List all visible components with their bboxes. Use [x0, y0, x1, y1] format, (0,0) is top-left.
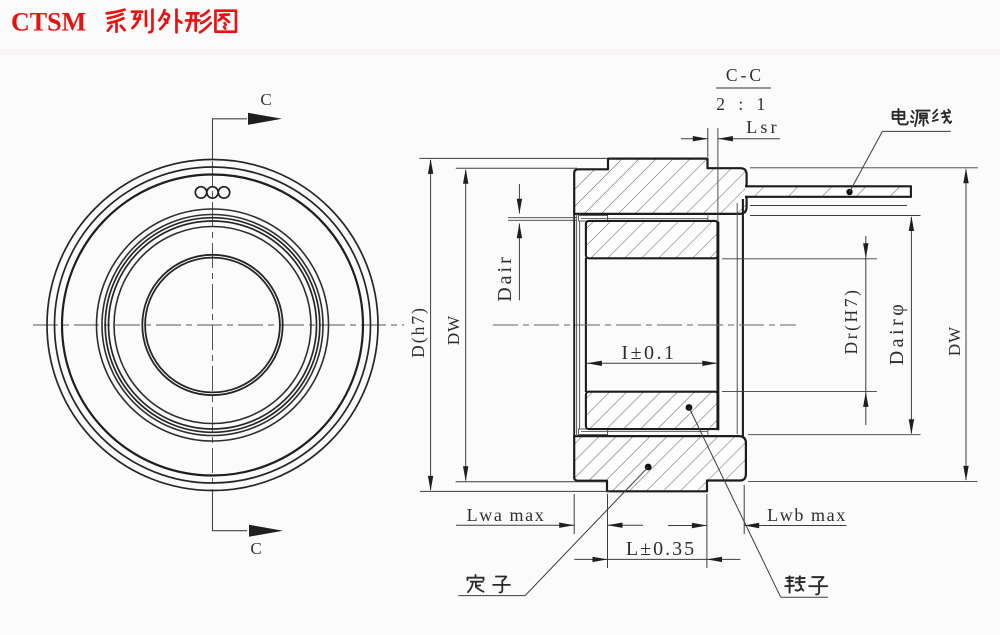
svg-text:C: C — [260, 90, 271, 109]
svg-text:C: C — [250, 539, 261, 558]
svg-text:Dair: Dair — [494, 254, 516, 302]
svg-text:Lsr: Lsr — [746, 117, 780, 137]
svg-text:C-C: C-C — [726, 65, 764, 85]
svg-text:D(h7): D(h7) — [408, 306, 428, 358]
svg-text:CTSM: CTSM — [11, 8, 86, 37]
svg-text:DW: DW — [444, 315, 463, 345]
svg-text:Dr(H7): Dr(H7) — [841, 287, 861, 354]
svg-text:DW: DW — [945, 326, 964, 356]
svg-text:Dairφ: Dairφ — [886, 301, 908, 366]
svg-text:L±0.35: L±0.35 — [626, 538, 696, 560]
svg-text:2 : 1: 2 : 1 — [716, 94, 770, 114]
svg-text:Lwb max: Lwb max — [767, 505, 847, 525]
svg-text:Lwa max: Lwa max — [467, 505, 546, 525]
svg-text:I±0.1: I±0.1 — [621, 342, 676, 364]
